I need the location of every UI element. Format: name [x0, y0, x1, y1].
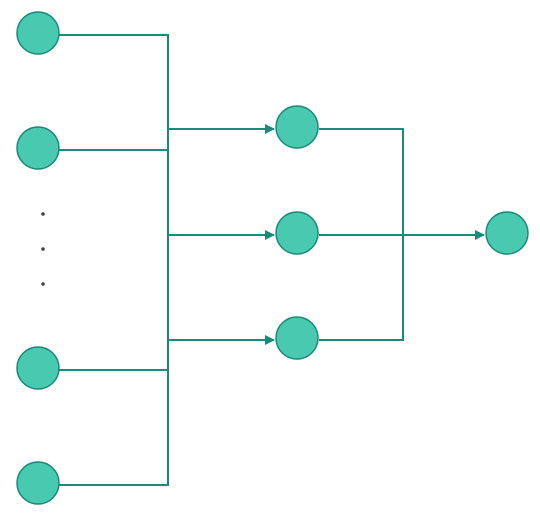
- ellipsis-dot: [41, 212, 45, 216]
- hidden-node: [275, 105, 319, 149]
- input-node: [16, 126, 60, 170]
- input-node: [16, 346, 60, 390]
- ellipsis-dot: [41, 247, 45, 251]
- output-node: [485, 211, 529, 255]
- input-node: [16, 461, 60, 505]
- hidden-node: [275, 211, 319, 255]
- ellipsis-dot: [41, 282, 45, 286]
- input-layer: [16, 11, 60, 505]
- input-node: [16, 11, 60, 55]
- hidden-node: [275, 316, 319, 360]
- edges: [59, 34, 485, 486]
- output-layer: [485, 211, 529, 255]
- hidden-layer: [275, 105, 319, 360]
- ellipsis-dots: [41, 212, 45, 286]
